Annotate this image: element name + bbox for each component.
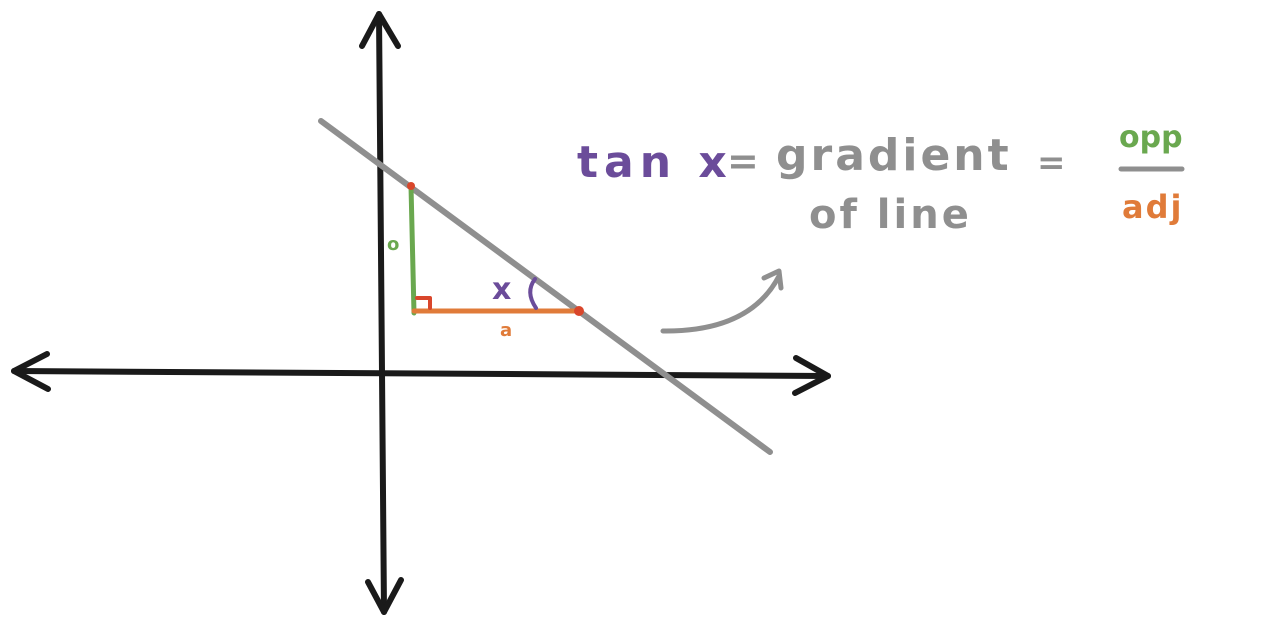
right-angle-marker	[415, 296, 432, 310]
y-axis	[376, 11, 387, 615]
opposite-side	[408, 183, 417, 316]
x-axis-arrow-left	[11, 351, 51, 392]
x-axis-arrow-right	[792, 355, 831, 396]
adjacent-label: a	[500, 320, 512, 341]
curved-arrow-head	[761, 268, 784, 291]
equation-rhs-line1: gradient	[776, 130, 1012, 181]
equation-lhs: tan x	[577, 137, 733, 188]
adjacent-endpoint	[574, 306, 584, 316]
angle-arc	[528, 277, 538, 310]
fraction-numerator: opp	[1119, 120, 1183, 155]
curved-arrow	[660, 273, 782, 334]
angle-label: x	[492, 272, 511, 307]
y-axis-arrow-top	[359, 11, 401, 49]
gradient-line	[318, 118, 773, 455]
axes	[11, 11, 831, 615]
x-axis	[11, 368, 831, 379]
equation-equals-1: =	[727, 139, 759, 183]
equation-rhs-line2: of line	[809, 192, 972, 238]
y-axis-arrow-bottom	[365, 577, 404, 615]
fraction-denominator: adj	[1122, 188, 1183, 226]
equation-equals-2: =	[1037, 143, 1066, 183]
opposite-endpoint	[407, 182, 415, 190]
opposite-label: o	[387, 234, 399, 255]
